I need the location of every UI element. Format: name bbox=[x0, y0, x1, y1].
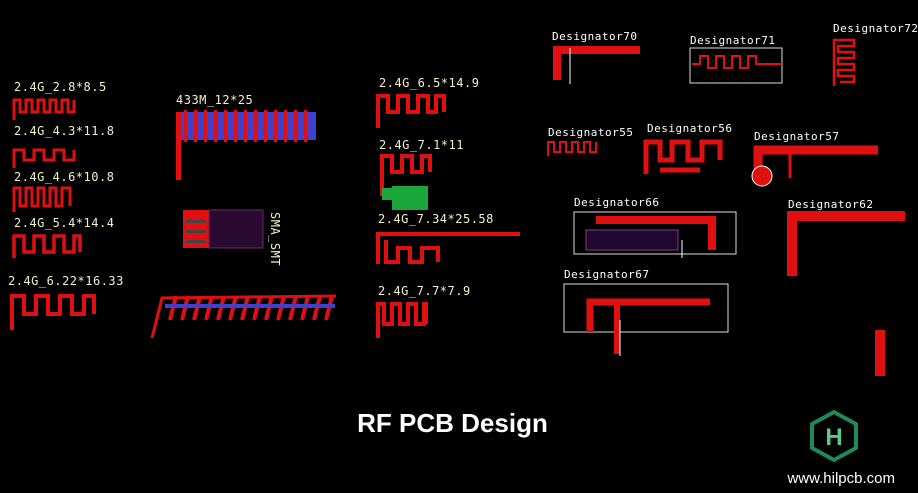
page-title: RF PCB Design bbox=[357, 408, 548, 438]
website-link[interactable]: www.hilpcb.com bbox=[787, 470, 895, 487]
designator55-antenna bbox=[547, 141, 597, 156]
designator62-antenna bbox=[787, 211, 905, 376]
label-designator57: Designator57 bbox=[754, 130, 840, 143]
designator71-antenna bbox=[689, 47, 783, 84]
antenna-2.4g-4.6x10.8 bbox=[12, 186, 72, 212]
antenna-433m-12x25 bbox=[176, 110, 316, 180]
label-designator67: Designator67 bbox=[564, 268, 650, 281]
antenna-helix-long bbox=[150, 294, 337, 339]
label-designator55: Designator55 bbox=[548, 126, 634, 139]
label-2.4g-4.6x10.8: 2.4G_4.6*10.8 bbox=[14, 170, 115, 184]
antenna-2.4g-7.1x11 bbox=[380, 154, 432, 210]
label-designator66: Designator66 bbox=[574, 196, 660, 209]
designator56-antenna bbox=[643, 139, 723, 174]
antenna-2.4g-6.5x14.9 bbox=[376, 94, 446, 128]
antenna-2.4g-6.22x16.33 bbox=[10, 294, 96, 330]
label-2.4g-4.3x11.8: 2.4G_4.3*11.8 bbox=[14, 124, 115, 138]
antenna-2.4g-7.7x7.9 bbox=[376, 302, 428, 338]
designator57-antenna bbox=[751, 145, 878, 187]
designator67-antenna bbox=[563, 283, 729, 356]
antenna-2.4g-5.4x14.4 bbox=[12, 234, 82, 258]
antenna-2.4g-2.8x8.5 bbox=[12, 98, 76, 120]
label-sma-smt: SMA_SMT bbox=[268, 212, 282, 267]
label-2.4g-5.4x14.4: 2.4G_5.4*14.4 bbox=[14, 216, 115, 230]
antenna-2.4g-7.34x25.58 bbox=[376, 232, 520, 264]
hilpcb-logo-icon: H bbox=[810, 409, 858, 463]
label-designator71: Designator71 bbox=[690, 34, 776, 47]
sma-smt-connector bbox=[183, 209, 264, 249]
label-2.4g-7.7x7.9: 2.4G_7.7*7.9 bbox=[378, 284, 471, 298]
label-2.4g-6.5x14.9: 2.4G_6.5*14.9 bbox=[379, 76, 480, 90]
label-designator56: Designator56 bbox=[647, 122, 733, 135]
label-designator70: Designator70 bbox=[552, 30, 638, 43]
designator66-antenna bbox=[573, 211, 737, 258]
logo-letter: H bbox=[825, 424, 842, 451]
label-2.4g-2.8x8.5: 2.4G_2.8*8.5 bbox=[14, 80, 107, 94]
label-designator62: Designator62 bbox=[788, 198, 874, 211]
designator70-antenna bbox=[553, 46, 640, 84]
antenna-2.4g-4.3x11.8 bbox=[12, 148, 76, 168]
designator72-antenna bbox=[832, 38, 856, 86]
label-2.4g-7.34x25.58: 2.4G_7.34*25.58 bbox=[378, 212, 494, 226]
label-designator72: Designator72 bbox=[833, 22, 918, 35]
label-433m: 433M_12*25 bbox=[176, 93, 254, 107]
label-2.4g-7.1x11: 2.4G_7.1*11 bbox=[379, 138, 464, 152]
label-2.4g-6.22x16.33: 2.4G_6.22*16.33 bbox=[8, 274, 124, 288]
